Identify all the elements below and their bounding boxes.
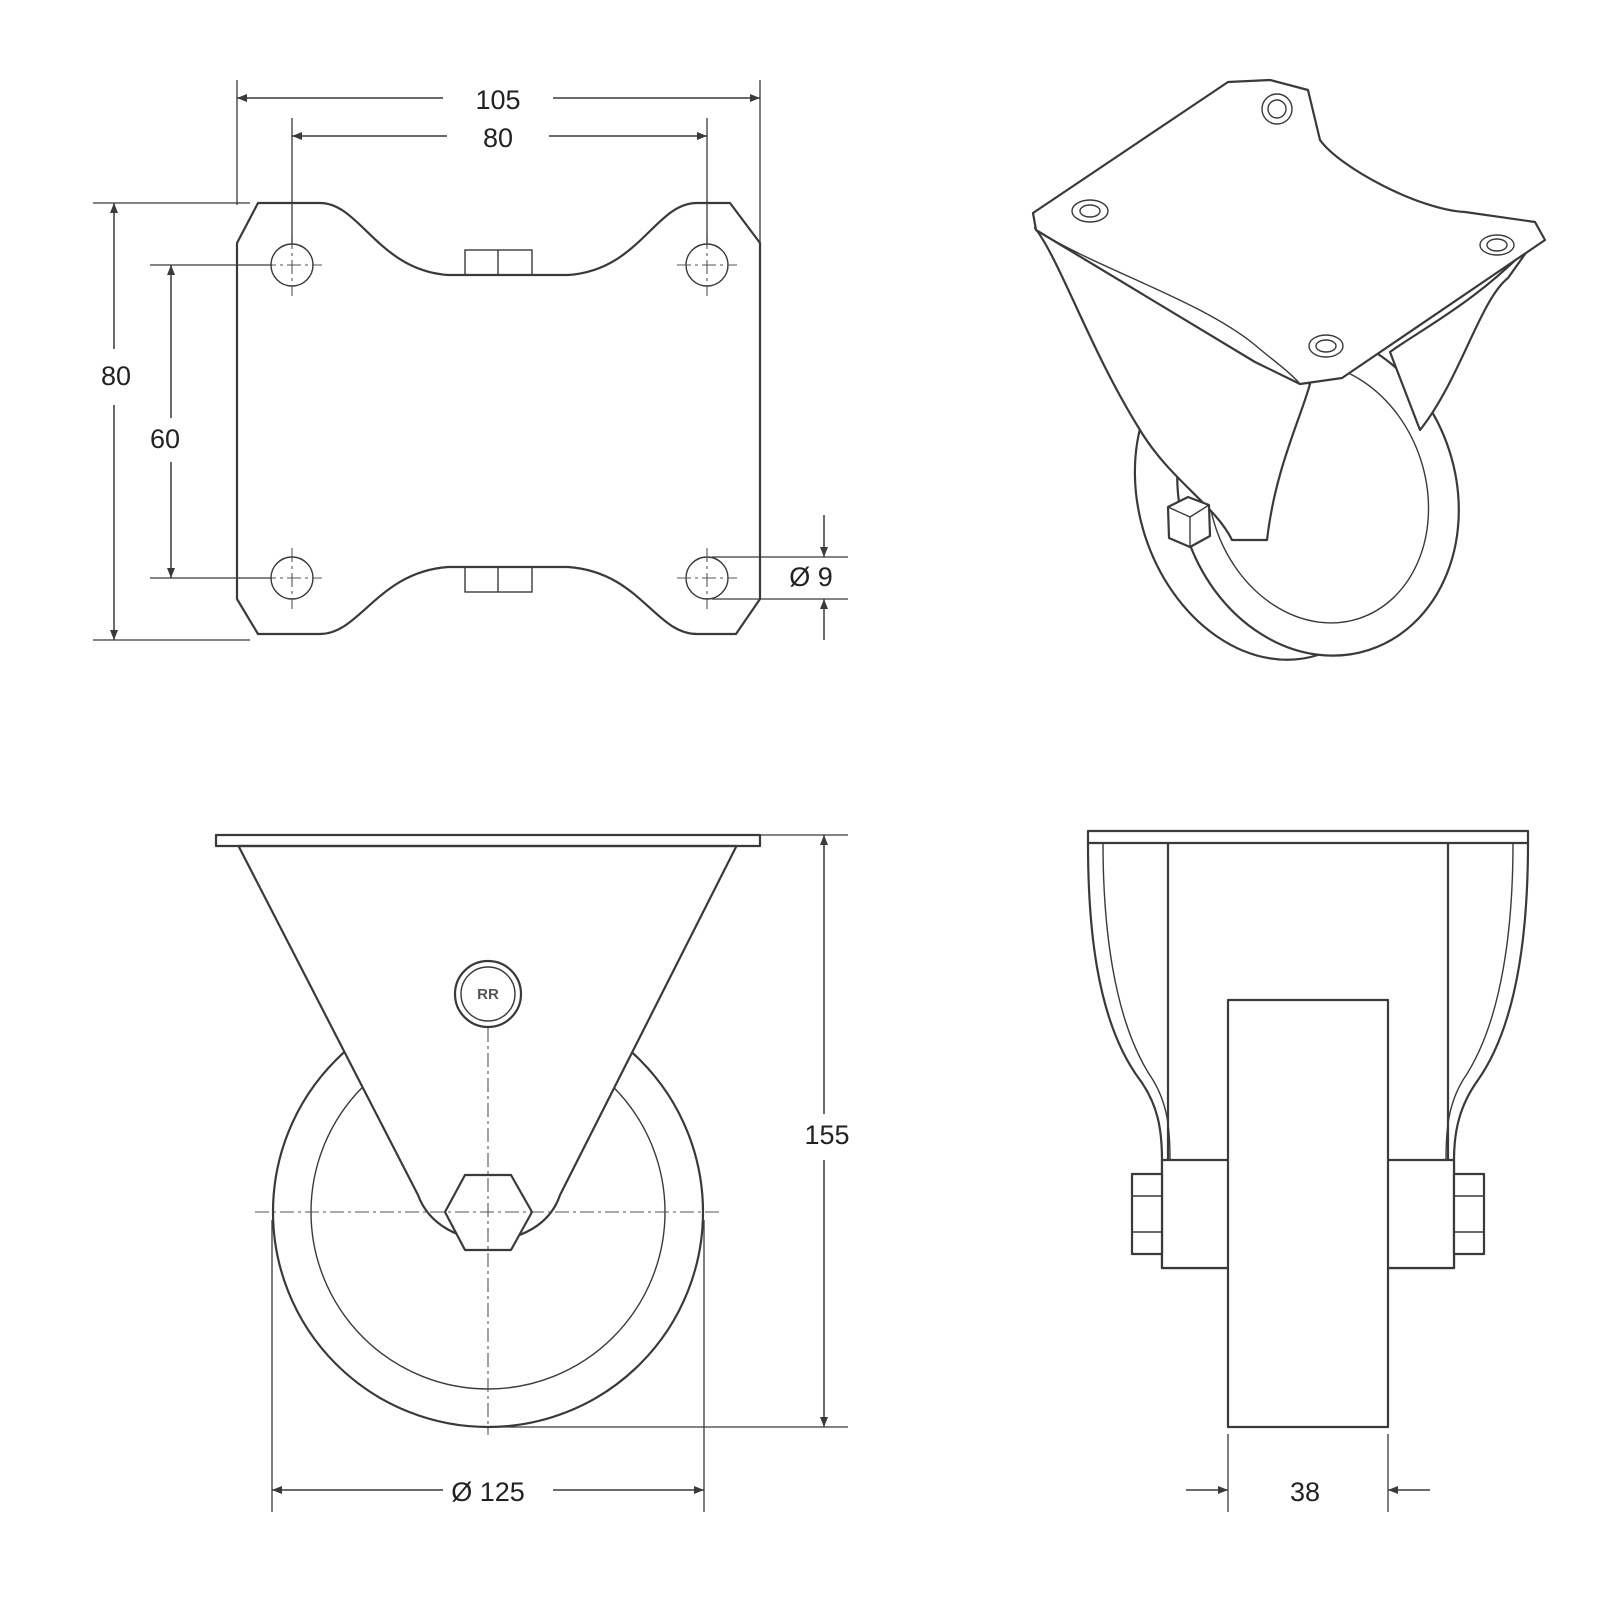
iso-hole <box>1479 234 1515 256</box>
dim-wheel-width: 38 <box>1290 1477 1320 1507</box>
top-plate-outline <box>235 201 762 636</box>
brand-logo: RR <box>453 959 523 1029</box>
iso-hole <box>1261 93 1293 125</box>
dim-height: 155 <box>804 1120 849 1150</box>
dim-wheel-diameter: Ø 125 <box>451 1477 525 1507</box>
iso-top-plate <box>1031 78 1547 386</box>
dim-hole-diameter: Ø 9 <box>789 562 833 592</box>
mounting-hole <box>677 548 737 609</box>
mounting-hole <box>677 235 737 296</box>
svg-text:RR: RR <box>477 986 499 1003</box>
iso-hole <box>1071 199 1109 223</box>
side-axle-nut-left <box>1130 1172 1164 1256</box>
top-view: 105 80 80 60 Ø 9 <box>93 80 848 641</box>
side-view: 38 <box>1086 829 1530 1512</box>
isometric-view <box>1031 78 1547 661</box>
side-axle-nut-right <box>1452 1172 1486 1256</box>
iso-axle-nut <box>1166 495 1212 549</box>
front-view: RR 155 Ø 125 <box>214 833 850 1512</box>
dim-hole-spacing-y: 60 <box>150 424 180 454</box>
dim-hole-spacing-x: 80 <box>483 123 513 153</box>
front-plate <box>214 833 762 848</box>
side-wheel <box>1226 998 1390 1429</box>
iso-hole <box>1308 334 1344 358</box>
dim-overall-depth: 80 <box>101 361 131 391</box>
dim-overall-width: 105 <box>475 85 520 115</box>
side-plate <box>1086 829 1530 845</box>
